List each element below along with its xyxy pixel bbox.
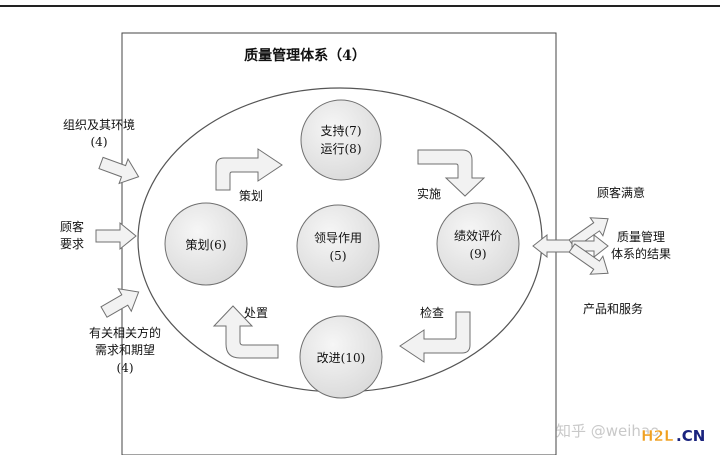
output-arrow-products bbox=[568, 243, 609, 275]
label-do: 实施 bbox=[417, 186, 441, 201]
node-leadership-line1: 领导作用 bbox=[314, 231, 362, 245]
input-parties-line3: (4) bbox=[117, 361, 134, 375]
label-check: 检查 bbox=[420, 305, 444, 320]
input-parties-line2: 需求和期望 bbox=[95, 343, 155, 357]
label-plan: 策划 bbox=[239, 189, 263, 203]
node-performance-line2: (9) bbox=[470, 247, 487, 261]
node-support-line1: 支持(7) bbox=[321, 123, 362, 138]
input-org-line2: (4) bbox=[91, 135, 108, 149]
arrow-plan bbox=[215, 148, 283, 191]
node-planning-label: 策划(6) bbox=[186, 238, 227, 252]
input-customer-line1: 顾客 bbox=[60, 219, 84, 234]
node-support-operation: 支持(7) 运行(8) bbox=[300, 99, 382, 181]
watermark-text: 知乎 @weihao bbox=[556, 422, 659, 440]
node-leadership: 领导作用 (5) bbox=[296, 204, 380, 288]
input-customer-line2: 要求 bbox=[60, 237, 84, 251]
diagram-title: 质量管理体系（4） bbox=[244, 47, 366, 64]
watermark-brand-main: H2L bbox=[641, 427, 674, 445]
output-results-line2: 体系的结果 bbox=[611, 246, 671, 261]
node-improvement: 改进(10) bbox=[299, 315, 383, 399]
node-leadership-line2: (5) bbox=[330, 249, 347, 263]
watermark-brand-suffix: .CN bbox=[676, 427, 705, 445]
node-improvement-label: 改进(10) bbox=[317, 351, 366, 365]
output-results-line1: 质量管理 bbox=[617, 229, 665, 244]
arrow-act bbox=[212, 305, 279, 359]
input-arrow-parties bbox=[100, 288, 140, 318]
node-support-line2: 运行(8) bbox=[321, 142, 362, 156]
node-planning: 策划(6) bbox=[164, 202, 248, 286]
output-products: 产品和服务 bbox=[583, 301, 643, 316]
label-act: 处置 bbox=[244, 306, 268, 320]
node-performance-evaluation: 绩效评价 (9) bbox=[436, 202, 520, 286]
output-satisfaction: 顾客满意 bbox=[597, 185, 645, 200]
input-arrow-customer bbox=[95, 221, 137, 251]
input-org-line1: 组织及其环境 bbox=[63, 117, 135, 132]
arrow-check bbox=[399, 311, 471, 363]
node-performance-line1: 绩效评价 bbox=[454, 228, 502, 243]
input-arrow-org bbox=[98, 156, 140, 185]
input-parties-line1: 有关相关方的 bbox=[89, 325, 161, 340]
arrow-do bbox=[417, 149, 486, 197]
